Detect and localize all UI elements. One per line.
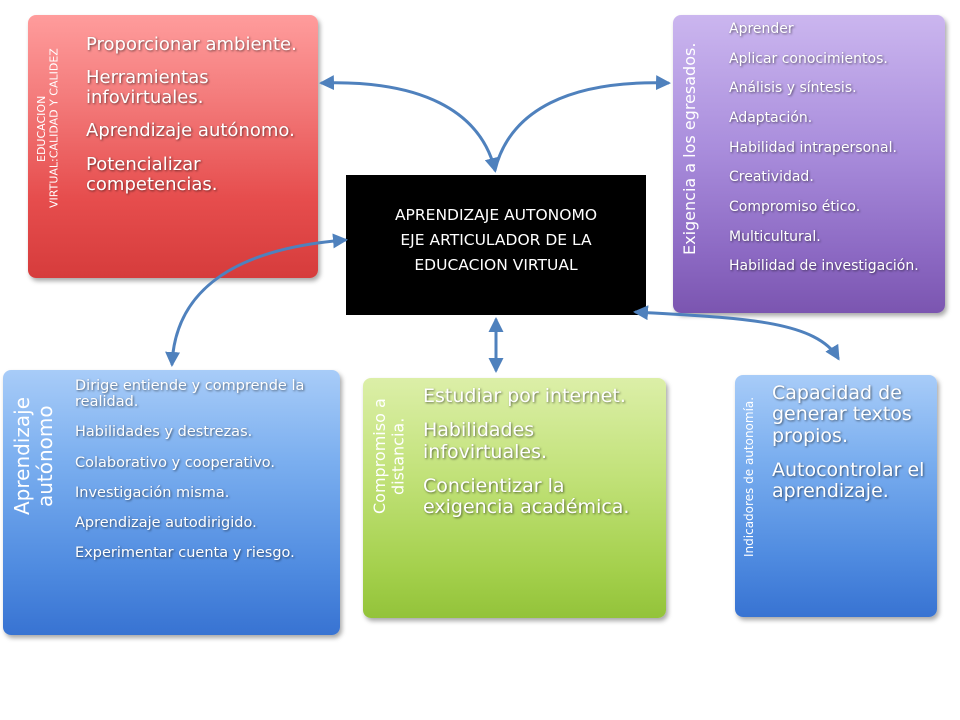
blue-box-aprendizaje-autonomo: Aprendizaje autónomo Dirige entiende y c… [3,370,340,635]
list-item: Colaborativo y cooperativo. [75,454,276,471]
list-item: Habilidad de investigación. [729,258,919,275]
list-item: Herramientas infovirtuales. [86,67,209,109]
center-title-line: EJE ARTICULADOR DE LA [400,230,592,249]
list-item: Investigación misma. [75,484,230,501]
list-item: Habilidades infovirtuales. [423,419,548,463]
list-item: Potencializar competencias. [86,153,218,195]
list-item: Compromiso ético. [729,199,861,216]
list-item: Análisis y síntesis. [729,80,857,97]
arrow-center-red [319,75,500,173]
list-item: Aprender [729,21,794,37]
list-item: Creatividad. [729,169,814,186]
blue-right-box-list: Capacidad de generar textos propios. Aut… [772,382,934,515]
list-item: Habilidades y destrezas. [75,424,253,441]
list-item: Concientizar la exigencia académica. [423,474,630,519]
arrow-center-blue-right [633,305,840,361]
blue-left-box-list: Dirige entiende y comprende la realidad.… [75,378,333,576]
center-title: APRENDIZAJE AUTONOMO EJE ARTICULADOR DE … [346,203,646,277]
list-item: Aprendizaje autodirigido. [75,515,257,532]
list-item: Aprendizaje autónomo. [86,120,295,142]
green-box-list: Estudiar por internet. Habilidades infov… [423,385,661,531]
red-box-list: Proporcionar ambiente. Herramientas info… [86,34,311,208]
list-item: Capacidad de generar textos propios. [772,382,912,447]
list-item: Dirige entiende y comprende la realidad. [75,378,305,411]
list-item: Experimentar cuenta y riesgo. [75,545,295,562]
list-item: Adaptación. [729,110,813,127]
list-item: Estudiar por internet. [423,385,626,407]
green-box-compromiso: Compromiso a distancia. Estudiar por int… [363,378,666,618]
list-item: Multicultural. [729,228,821,245]
list-item: Autocontrolar el aprendizaje. [772,458,925,503]
list-item: Proporcionar ambiente. [86,34,297,55]
list-item: Habilidad intrapersonal. [729,139,897,156]
blue-box-indicadores: Indicadores de autonomía. Capacidad de g… [735,375,937,617]
center-box-aprendizaje-autonomo: APRENDIZAJE AUTONOMO EJE ARTICULADOR DE … [346,175,646,315]
list-item: Aplicar conocimientos. [729,50,888,67]
arrow-center-purple [493,75,671,172]
arrow-center-blue-left [165,233,348,367]
center-title-line: APRENDIZAJE AUTONOMO [394,206,598,224]
purple-box-list: Aprender Aplicar conocimientos. Análisis… [729,21,939,289]
center-title-line: EDUCACION VIRTUAL [414,255,578,274]
purple-box-exigencia: Exigencia a los egresados. Aprender Apli… [673,15,945,313]
